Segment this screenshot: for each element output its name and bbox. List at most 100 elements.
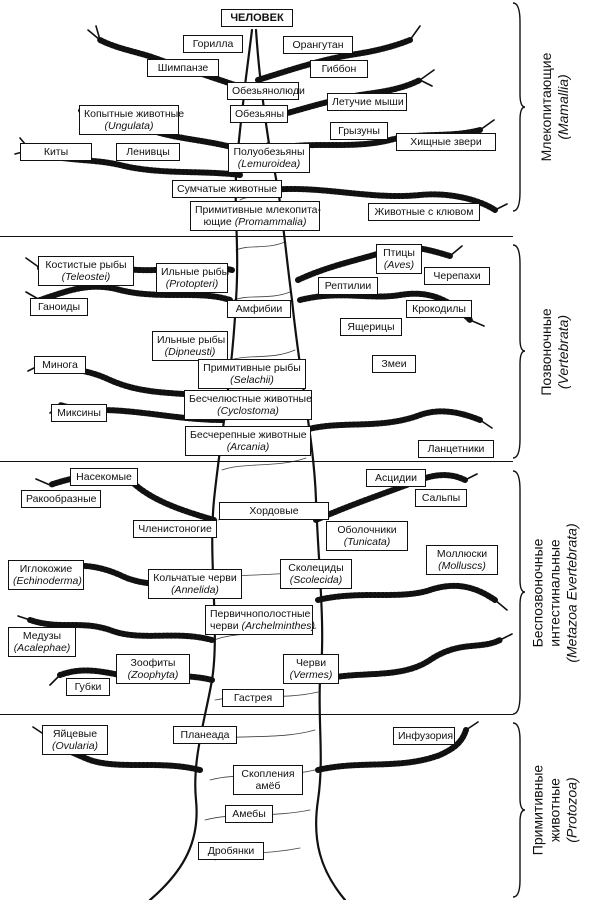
- label-askidii: Асцидии: [366, 469, 426, 487]
- label-khishchnye-name: Хищные звери: [410, 136, 482, 148]
- label-primitivnye-ryby-latin: (Selachii): [230, 374, 274, 386]
- label-gubki-name: Губки: [74, 681, 102, 693]
- label-gastreya-name: Гастрея: [233, 692, 273, 704]
- label-amfibii: Амфибии: [227, 300, 291, 318]
- section-invertebrata: Беспозвоночные интестинальные (Metazoa E…: [520, 470, 590, 715]
- label-meduzy-latin: (Acalephae): [13, 642, 71, 654]
- label-zmei: Змеи: [372, 355, 416, 373]
- label-skopleniya-name2: амёб: [255, 780, 281, 792]
- label-rakoobraznye-name: Ракообразные: [26, 493, 97, 505]
- label-s-klyuvom-name: Животные с клювом: [374, 206, 474, 218]
- label-skoletsidy-latin: (Scolecida): [289, 574, 343, 586]
- label-obolochniki: Оболочники(Tunicata): [326, 521, 408, 551]
- divider-mammalia-vertebrata: [0, 236, 513, 237]
- label-shimpanze: Шимпанзе: [147, 59, 219, 77]
- label-obezyany-name: Обезьяны: [235, 108, 284, 120]
- label-orangutan: Орангутан: [283, 36, 353, 54]
- label-chelovek: ЧЕЛОВЕК: [221, 9, 293, 27]
- label-gubki: Губки: [66, 678, 110, 696]
- label-chelovek-name: ЧЕЛОВЕК: [230, 12, 284, 24]
- label-skopleniya-name: Скопления: [241, 768, 295, 780]
- label-chlenistonogie: Членистоногие: [133, 520, 217, 538]
- label-orangutan-name: Орангутан: [292, 39, 344, 51]
- label-khishchnye: Хищные звери: [396, 133, 496, 151]
- label-salpy-name: Сальпы: [421, 492, 461, 504]
- section-invertebrata-name-2: интестинальные: [546, 538, 563, 647]
- label-yashcheritsy: Ящерицы: [340, 318, 402, 336]
- label-rakoobraznye: Ракообразные: [21, 490, 101, 508]
- label-cherepakhi-name: Черепахи: [433, 270, 481, 282]
- label-obolochniki-name: Оболочники: [337, 524, 397, 536]
- label-meduzy-name: Медузы: [22, 630, 62, 642]
- label-zoofity-latin: (Zoophyta): [127, 669, 179, 681]
- label-kostistye-latin: (Teleostei): [61, 271, 111, 283]
- label-obolochniki-latin: (Tunicata): [343, 536, 391, 548]
- label-koltchatye: Кольчатые черви(Annelida): [148, 569, 242, 599]
- label-beschelyustnye-name: Бесчелюстные животные: [189, 393, 312, 405]
- label-reptilii-name: Рептилии: [324, 280, 372, 292]
- label-lenivtsy-name: Ленивцы: [126, 146, 170, 158]
- brace-protozoa: [512, 722, 526, 898]
- label-ganoidy: Ганоиды: [30, 298, 88, 316]
- label-beschelyustnye-latin: (Cyclostoma): [217, 405, 279, 417]
- label-lantsetniki-name: Ланцетники: [427, 443, 485, 455]
- section-protozoa: Примитивные животные (Protozoa): [520, 722, 590, 898]
- section-vertebrata-name: Позвоночные: [538, 307, 554, 396]
- label-ilnye2: Ильные рыбы(Dipneusti): [152, 331, 228, 361]
- label-koltchatye-name: Кольчатые черви: [153, 572, 237, 584]
- label-obezyany: Обезьяны: [230, 105, 288, 123]
- label-nasekomye: Насекомые: [70, 468, 138, 486]
- label-zoofity: Зоофиты(Zoophyta): [116, 654, 190, 684]
- label-yaytsevye-name: Яйцевые: [52, 728, 98, 740]
- label-ganoidy-name: Ганоиды: [37, 301, 81, 313]
- divider-vertebrata-invertebrata: [0, 461, 513, 462]
- label-skoletsidy-name: Сколециды: [288, 562, 344, 574]
- section-protozoa-latin: (Protozoa): [563, 777, 580, 843]
- label-miksiny-name: Миксины: [57, 407, 101, 419]
- label-mollyuski: Моллюски(Molluscs): [426, 545, 498, 575]
- label-letuchie-myshi-name: Летучие мыши: [332, 96, 404, 108]
- label-sumchatye: Сумчатые животные: [172, 180, 282, 198]
- label-letuchie-myshi: Летучие мыши: [327, 93, 407, 111]
- label-kopytnye-latin: (Ungulata): [104, 120, 154, 132]
- label-ilnye1-latin: (Protopteri): [165, 278, 219, 290]
- label-lantsetniki: Ланцетники: [418, 440, 494, 458]
- label-drobyanki-name: Дробянки: [207, 845, 255, 857]
- label-nasekomye-name: Насекомые: [76, 471, 132, 483]
- label-pervichnopolostnye-name2-text: черви: [210, 620, 239, 632]
- label-iglokozhie-name: Иглокожие: [19, 563, 73, 575]
- section-mammalia: Млекопитающие (Mamallia): [520, 2, 590, 212]
- label-minoga: Минога: [34, 356, 86, 374]
- label-gibbon-name: Гиббон: [321, 63, 357, 75]
- label-infuzoriya: Инфузория: [393, 727, 455, 745]
- label-yashcheritsy-name: Ящерицы: [347, 321, 395, 333]
- label-primitivnye-ryby: Примитивные рыбы(Selachii): [198, 359, 306, 389]
- label-pervichnopolostnye-latin: (Archelminthes): [241, 620, 316, 632]
- label-shimpanze-name: Шимпанзе: [157, 62, 209, 74]
- label-krokodily: Крокодилы: [406, 300, 472, 318]
- label-chervi-latin: (Vermes): [289, 669, 333, 681]
- label-pervichnopolostnye-name: Первичнополостные: [210, 608, 311, 620]
- label-ptitsy: Птицы(Aves): [376, 244, 422, 274]
- label-kopytnye-name: Копытные животные: [84, 108, 185, 120]
- label-krokodily-name: Крокодилы: [412, 303, 466, 315]
- label-ameby: Амебы: [225, 805, 273, 823]
- section-invertebrata-name-1: Беспозвоночные: [529, 538, 546, 647]
- label-minoga-name: Минога: [42, 359, 78, 371]
- section-vertebrata: Позвоночные (Vertebrata): [520, 244, 590, 459]
- label-drobyanki: Дробянки: [198, 842, 264, 860]
- section-protozoa-name-1: Примитивные: [529, 764, 546, 856]
- label-mollyuski-name: Моллюски: [436, 548, 488, 560]
- label-skoletsidy: Сколециды(Scolecida): [280, 559, 352, 589]
- label-bescherepnye: Бесчерепные животные(Arcania): [185, 426, 311, 456]
- label-primitivnye-ryby-name: Примитивные рыбы: [203, 362, 301, 374]
- label-koltchatye-latin: (Annelida): [171, 584, 219, 596]
- label-kostistye-name: Костистые рыбы: [45, 259, 127, 271]
- label-beschelyustnye: Бесчелюстные животные(Cyclostoma): [184, 390, 312, 420]
- label-kostistye: Костистые рыбы(Teleostei): [38, 256, 134, 286]
- label-zoofity-name: Зоофиты: [130, 657, 176, 669]
- label-primitivnye-mlek-name2: ющие (Promammalia): [195, 216, 315, 228]
- label-chervi: Черви(Vermes): [283, 654, 339, 684]
